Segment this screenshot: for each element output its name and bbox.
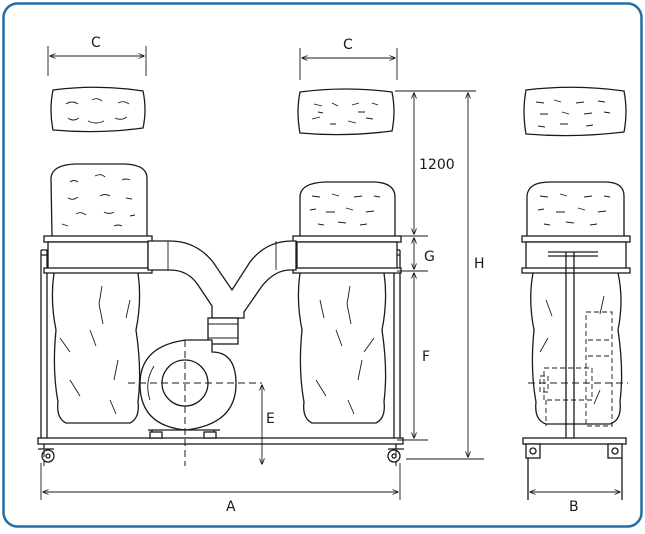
blower-housing <box>139 339 237 431</box>
side-view <box>521 86 631 500</box>
label-h: H <box>474 256 485 272</box>
label-b: B <box>569 499 579 515</box>
label-a: A <box>226 499 236 515</box>
caster-wheel-left <box>38 444 55 463</box>
lower-collection-bag-right <box>297 272 387 424</box>
label-c-left: C <box>91 35 101 51</box>
upper-filter-bag-right <box>299 181 396 236</box>
label-f: F <box>422 349 430 365</box>
side-hidden-blower <box>539 311 613 427</box>
frame-base <box>37 437 404 445</box>
side-frame-post <box>548 251 598 438</box>
y-connector-pipe <box>147 240 297 319</box>
clamp-ring-right <box>292 235 402 243</box>
clamp-ring-left <box>43 235 153 243</box>
label-e: E <box>266 411 275 427</box>
label-c-right: C <box>343 37 353 53</box>
side-frame-base <box>522 437 627 445</box>
side-caster-left <box>525 443 541 459</box>
upper-filter-bag-left <box>50 163 148 237</box>
side-lower-collection-bag <box>530 272 623 425</box>
side-upper-filter-bag <box>526 181 625 236</box>
frame-border <box>2 2 643 528</box>
side-caster-right <box>607 443 623 459</box>
lower-collection-bag-left <box>51 272 141 424</box>
label-g: G <box>424 249 435 265</box>
side-clamp-ring <box>521 235 631 243</box>
frame-right-legs <box>393 250 401 440</box>
loose-filter-bag-right <box>297 88 395 136</box>
frame-left-legs <box>40 250 48 440</box>
dimension-lines <box>40 46 620 500</box>
loose-filter-bag-left <box>50 86 146 133</box>
label-1200: 1200 <box>419 157 455 173</box>
front-view <box>37 86 404 466</box>
side-loose-filter-bag <box>523 86 627 137</box>
